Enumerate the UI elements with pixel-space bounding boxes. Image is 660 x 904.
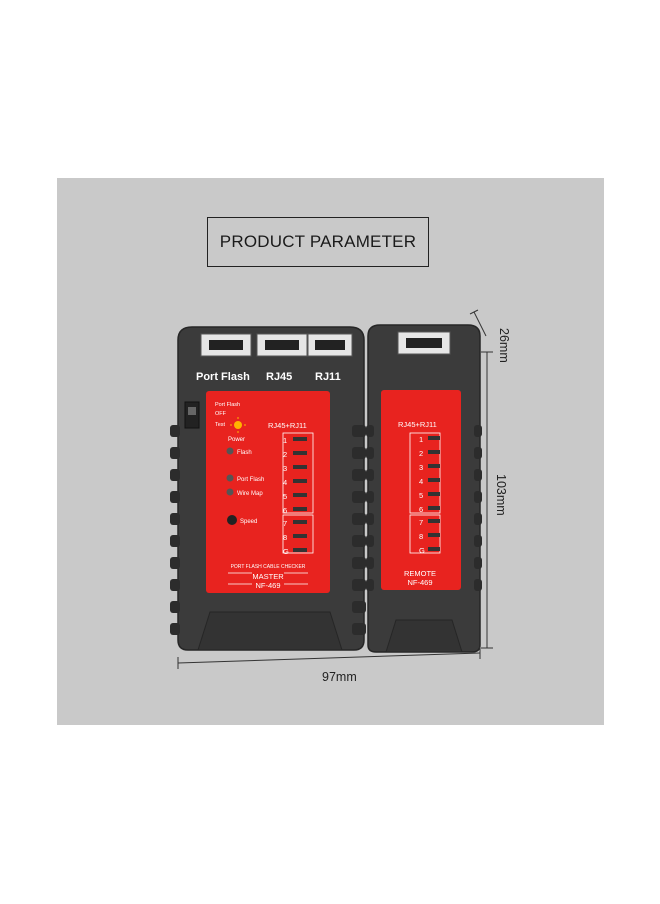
remote-section-label: RJ45+RJ11 <box>398 420 437 429</box>
port-label-rj11: RJ11 <box>315 371 341 383</box>
remote-footer-line2: NF-469 <box>407 578 432 587</box>
remote-led-bars <box>428 436 440 551</box>
width-dimension: 97mm <box>322 670 357 684</box>
speed-button[interactable] <box>227 515 237 525</box>
indicator-port-flash: Port Flash <box>237 477 264 483</box>
master-led-4: 4 <box>283 478 287 487</box>
remote-faceplate <box>381 390 461 590</box>
master-led-2: 2 <box>283 450 287 459</box>
dimension-lines <box>177 309 493 669</box>
height-dimension: 103mm <box>494 474 508 516</box>
master-led-1: 1 <box>283 436 287 445</box>
wire-map-led-icon <box>226 488 234 496</box>
indicator-speed: Speed <box>240 519 257 525</box>
remote-led-6: 6 <box>419 505 423 514</box>
master-footer-line3: NF-469 <box>255 581 280 590</box>
master-led-bars <box>293 437 307 552</box>
master-led-6: 6 <box>283 506 287 515</box>
switch-label-port-flash: Port Flash <box>215 402 240 408</box>
port-label-rj45: RJ45 <box>266 371 292 383</box>
master-led-5: 5 <box>283 492 287 501</box>
remote-led-4: 4 <box>419 477 423 486</box>
port-label-port-flash: Port Flash <box>196 371 250 383</box>
remote-led-5: 5 <box>419 491 423 500</box>
master-section-label: RJ45+RJ11 <box>268 421 307 430</box>
remote-led-8: 8 <box>419 532 423 541</box>
title-box: PRODUCT PARAMETER <box>207 217 429 267</box>
switch-label-test: Test <box>215 422 226 428</box>
remote-led-g: G <box>419 546 425 555</box>
master-led-3: 3 <box>283 464 287 473</box>
flash-led-icon <box>226 447 234 455</box>
remote-unit: RJ45+RJ11 1 2 3 4 5 6 7 8 G REMOTE NF-46… <box>366 324 482 653</box>
remote-led-1: 1 <box>419 435 423 444</box>
master-led-g: G <box>283 547 289 556</box>
indicator-wire-map: Wire Map <box>237 491 263 497</box>
port-flash-led-icon <box>226 474 234 482</box>
switch-label-off: OFF <box>215 411 227 417</box>
master-led-8: 8 <box>283 533 287 542</box>
master-unit: Port Flash RJ45 RJ11 Port Flash OFF Test… <box>170 326 366 651</box>
master-led-7: 7 <box>283 519 287 528</box>
page-title: PRODUCT PARAMETER <box>219 232 417 251</box>
indicator-flash: Flash <box>237 450 252 456</box>
remote-led-2: 2 <box>419 449 423 458</box>
master-ports <box>200 333 353 357</box>
master-footer-line2: MASTER <box>252 572 284 581</box>
master-faceplate <box>206 391 330 593</box>
remote-led-3: 3 <box>419 463 423 472</box>
master-footer-line1: PORT FLASH CABLE CHECKER <box>231 564 306 570</box>
power-label: Power <box>228 437 245 443</box>
power-led-icon <box>234 421 242 429</box>
remote-footer-line1: REMOTE <box>404 569 436 578</box>
remote-led-7: 7 <box>419 518 423 527</box>
depth-dimension: 26mm <box>497 328 511 363</box>
